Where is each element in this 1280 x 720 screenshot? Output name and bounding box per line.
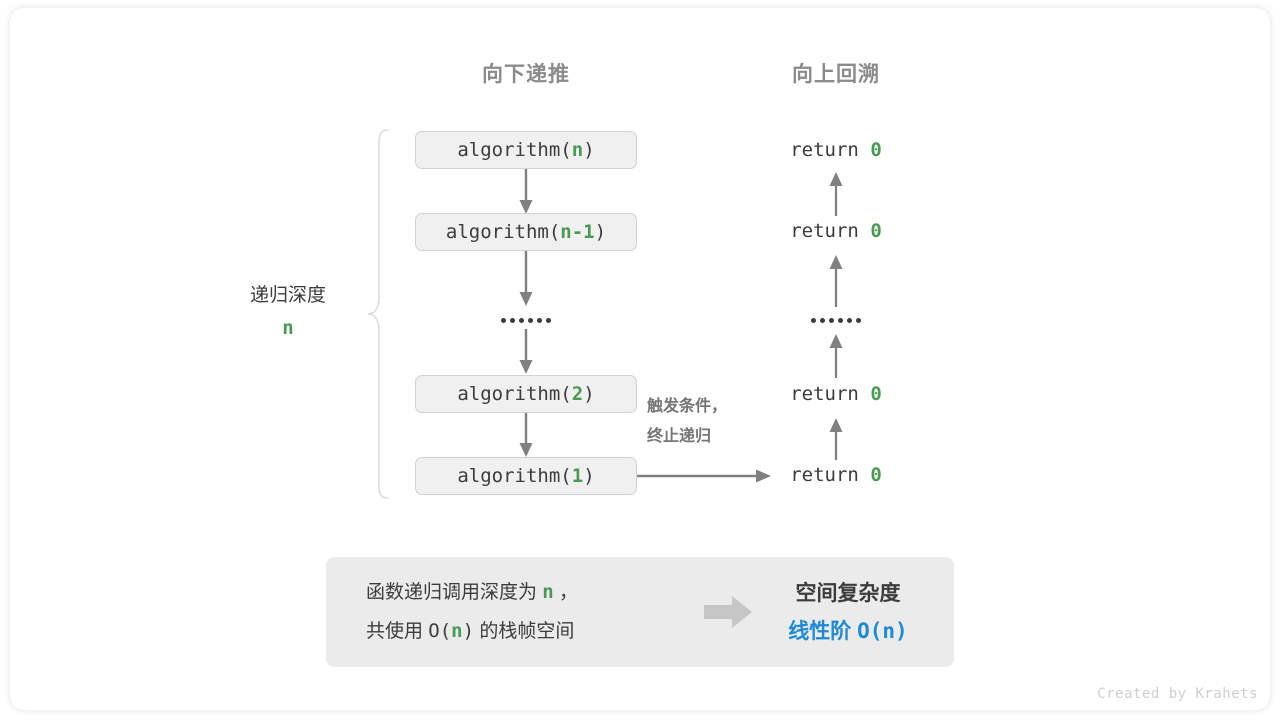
- return-keyword: return: [790, 139, 871, 161]
- return-value: 0: [870, 464, 882, 486]
- base-case-arrow: [637, 469, 771, 483]
- recursion-depth-value: n: [282, 317, 294, 339]
- call-paren-close: ): [594, 221, 607, 243]
- recursion-depth-title: 递归深度: [249, 285, 327, 306]
- return-line-third: return 0: [790, 383, 882, 405]
- return-keyword: return: [790, 220, 871, 242]
- call-argument: 2: [571, 383, 584, 405]
- column-header-descend: 向下递推: [482, 63, 570, 86]
- summary-depth-var: n: [542, 581, 554, 603]
- return-value: 0: [870, 220, 882, 242]
- return-line-top: return 0: [790, 139, 882, 161]
- ascend-arrow-1: [824, 172, 848, 216]
- call-paren-close: ): [583, 465, 595, 487]
- call-box-n-minus-1[interactable]: algorithm(n-1): [415, 213, 637, 251]
- summary-description: 函数递归调用深度为 n ， 共使用 O(n) 的栈帧空间: [366, 573, 686, 651]
- summary-conclusion: 空间复杂度 线性阶 O(n): [756, 577, 954, 648]
- recursion-depth-brace: [367, 129, 389, 499]
- descend-arrow-4: [514, 413, 538, 458]
- complexity-summary-panel: 函数递归调用深度为 n ， 共使用 O(n) 的栈帧空间 空间复杂度 线性阶 O…: [326, 557, 954, 667]
- call-box-2[interactable]: algorithm(2): [415, 375, 637, 413]
- return-line-second: return 0: [790, 220, 882, 242]
- watermark-credit: Created by Krahets: [1097, 686, 1258, 702]
- call-argument: n-1: [560, 221, 595, 243]
- call-paren-close: ): [583, 139, 595, 161]
- descend-arrow-1: [514, 169, 538, 215]
- return-line-base: return 0: [790, 464, 882, 486]
- ascend-arrow-2: [824, 255, 848, 307]
- call-fn-name: algorithm(: [445, 221, 561, 243]
- ascend-arrow-3: [824, 334, 848, 378]
- call-box-n[interactable]: algorithm(n): [415, 131, 637, 169]
- call-paren-close: ): [583, 383, 595, 405]
- return-value: 0: [870, 383, 882, 405]
- ascend-arrow-4: [824, 418, 848, 460]
- call-fn-name: algorithm(: [457, 139, 572, 161]
- summary-line-1: 函数递归调用深度为 n ，: [366, 581, 579, 603]
- descend-arrow-2: [514, 251, 538, 307]
- call-argument: 1: [571, 465, 584, 487]
- summary-space-var: n: [451, 620, 463, 642]
- call-fn-name: algorithm(: [457, 383, 572, 405]
- space-complexity-value: 线性阶 O(n): [788, 618, 908, 643]
- implies-arrow-icon: [704, 596, 752, 628]
- recursion-depth-label: 递归深度 n: [250, 282, 326, 340]
- space-complexity-title: 空间复杂度: [795, 581, 901, 605]
- call-box-1[interactable]: algorithm(1): [415, 457, 637, 495]
- trigger-line-2: 终止递归: [647, 428, 712, 445]
- descend-arrow-3: [514, 329, 538, 375]
- trigger-condition-label: 触发条件， 终止递归: [647, 392, 727, 452]
- call-argument: n: [571, 139, 584, 161]
- summary-line-2: 共使用 O(n) 的栈帧空间: [366, 620, 575, 642]
- descend-ellipsis: [501, 318, 551, 323]
- trigger-line-1: 触发条件，: [647, 398, 728, 415]
- return-keyword: return: [790, 464, 871, 486]
- return-value: 0: [870, 139, 882, 161]
- ascend-ellipsis: [811, 318, 861, 323]
- column-header-ascend: 向上回溯: [792, 63, 880, 86]
- call-fn-name: algorithm(: [457, 465, 572, 487]
- return-keyword: return: [790, 383, 871, 405]
